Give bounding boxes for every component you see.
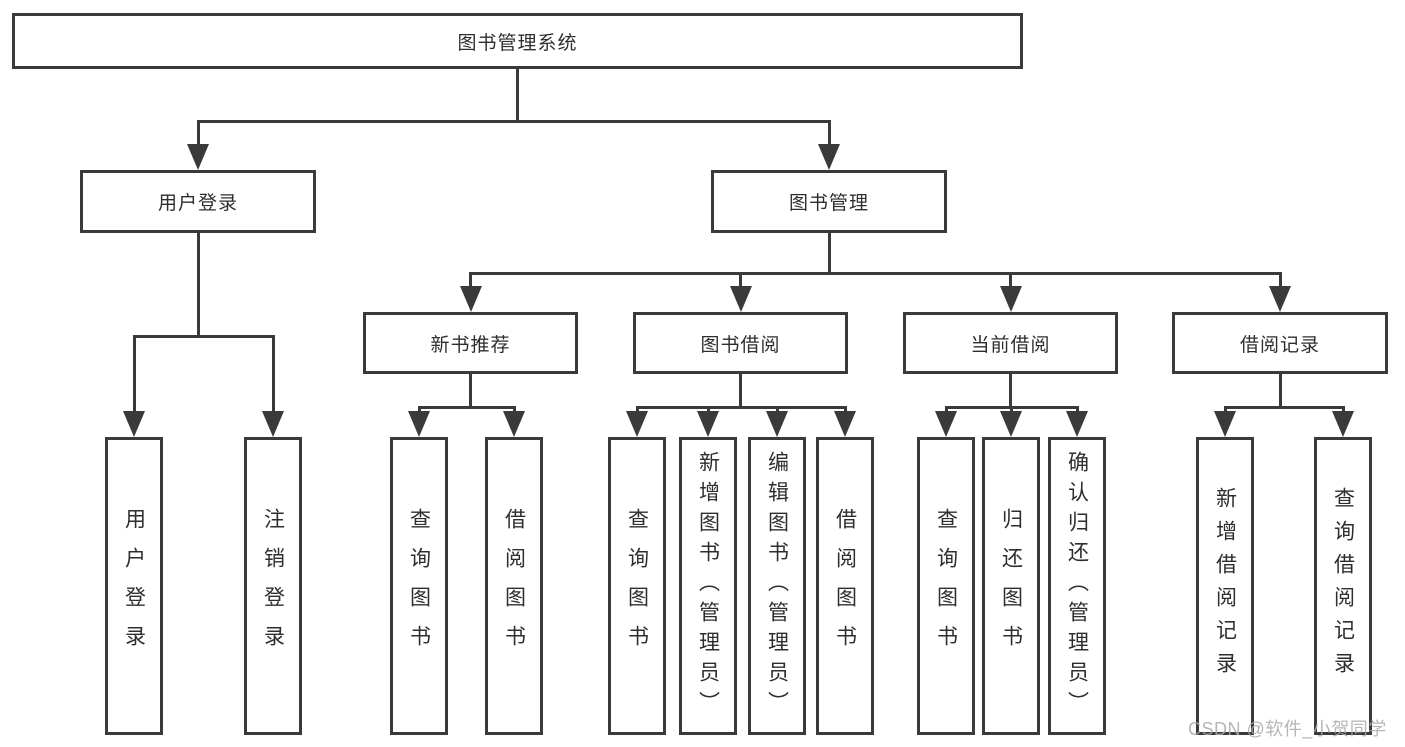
csdn-watermark: CSDN @软件_小贺同学 xyxy=(1188,719,1387,739)
drop-bb-edit xyxy=(775,406,779,415)
node-label-user-login: 用户登录 xyxy=(157,193,238,214)
stem-book-borrow xyxy=(739,374,742,409)
drop-book-borrow xyxy=(739,272,742,290)
bus-borrow-records xyxy=(1223,406,1345,409)
node-user-login: 用户登录 xyxy=(80,170,316,233)
node-cb-return: 归还图书 xyxy=(982,437,1040,735)
node-cb-query: 查询图书 xyxy=(917,437,975,735)
arrowhead-br-query xyxy=(1332,411,1354,437)
node-label-nb-borrow: 借阅图书 xyxy=(502,508,526,664)
arrowhead-current-borrow xyxy=(999,286,1022,312)
node-label-bb-add: 新增图书（管理员） xyxy=(696,451,720,721)
node-label-bb-borrow: 借阅图书 xyxy=(833,508,857,664)
node-label-cb-query: 查询图书 xyxy=(934,508,958,664)
arrowhead-br-add xyxy=(1214,411,1236,437)
node-br-query: 查询借阅记录 xyxy=(1314,437,1372,735)
node-current-borrow: 当前借阅 xyxy=(903,312,1118,374)
drop-br-add xyxy=(1223,406,1227,415)
drop-v-logout xyxy=(271,335,275,415)
drop-borrow-records xyxy=(1278,272,1282,290)
node-label-root: 图书管理系统 xyxy=(457,32,578,54)
drop-current-borrow xyxy=(1009,272,1012,290)
node-v-logout: 注销登录 xyxy=(244,437,302,735)
node-cb-confirm: 确认归还（管理员） xyxy=(1048,437,1106,735)
node-label-bb-edit: 编辑图书（管理员） xyxy=(765,451,789,721)
drop-v-user-login xyxy=(132,335,136,415)
node-label-cb-confirm: 确认归还（管理员） xyxy=(1065,451,1089,721)
drop-new-book-rec xyxy=(469,272,472,290)
node-v-user-login: 用户登录 xyxy=(105,437,163,735)
node-label-cb-return: 归还图书 xyxy=(999,508,1023,664)
stem-book-mgmt xyxy=(827,233,831,275)
node-bb-edit: 编辑图书（管理员） xyxy=(748,437,806,735)
stem-new-book-rec xyxy=(469,374,472,409)
drop-nb-query xyxy=(417,406,421,415)
arrowhead-bb-add xyxy=(697,411,719,437)
node-book-mgmt: 图书管理 xyxy=(711,170,947,233)
arrowhead-cb-return xyxy=(1000,411,1022,437)
stem-current-borrow xyxy=(1009,374,1012,409)
drop-nb-borrow xyxy=(512,406,516,415)
node-label-bb-query: 查询图书 xyxy=(625,508,649,664)
node-label-current-borrow: 当前借阅 xyxy=(970,334,1051,356)
node-bb-add: 新增图书（管理员） xyxy=(679,437,737,735)
node-bb-query: 查询图书 xyxy=(608,437,666,735)
node-label-book-mgmt: 图书管理 xyxy=(788,193,869,214)
node-br-add: 新增借阅记录 xyxy=(1196,437,1254,735)
node-label-new-book-rec: 新书推荐 xyxy=(430,334,511,356)
drop-cb-query xyxy=(944,406,948,415)
arrowhead-bb-query xyxy=(626,411,648,437)
arrowhead-book-borrow xyxy=(729,286,752,312)
arrowhead-nb-borrow xyxy=(503,411,525,437)
node-label-br-add: 新增借阅记录 xyxy=(1213,487,1237,685)
node-nb-borrow: 借阅图书 xyxy=(485,437,543,735)
arrowhead-v-user-login xyxy=(123,411,145,437)
drop-cb-return xyxy=(1009,406,1013,415)
node-borrow-records: 借阅记录 xyxy=(1172,312,1388,374)
drop-book-mgmt xyxy=(827,120,831,148)
arrowhead-bb-edit xyxy=(766,411,788,437)
arrowhead-bb-borrow xyxy=(834,411,856,437)
stem-root xyxy=(516,69,519,123)
node-nb-query: 查询图书 xyxy=(390,437,448,735)
drop-br-query xyxy=(1341,406,1345,415)
bus-book-mgmt xyxy=(469,272,1282,275)
node-new-book-rec: 新书推荐 xyxy=(363,312,578,374)
arrowhead-user-login xyxy=(187,144,209,170)
bus-new-book-rec xyxy=(417,406,516,409)
arrowhead-nb-query xyxy=(408,411,430,437)
stem-user-login xyxy=(196,233,200,338)
node-bb-borrow: 借阅图书 xyxy=(816,437,874,735)
node-book-borrow: 图书借阅 xyxy=(633,312,848,374)
node-label-borrow-records: 借阅记录 xyxy=(1239,334,1320,356)
bus-book-borrow xyxy=(635,406,847,409)
node-label-v-logout: 注销登录 xyxy=(261,508,285,664)
arrowhead-cb-query xyxy=(935,411,957,437)
arrowhead-v-logout xyxy=(262,411,284,437)
drop-cb-confirm xyxy=(1075,406,1079,415)
node-label-v-user-login: 用户登录 xyxy=(122,508,146,664)
node-label-book-borrow: 图书借阅 xyxy=(700,334,781,356)
bus-user-login xyxy=(132,335,275,338)
node-label-br-query: 查询借阅记录 xyxy=(1331,487,1355,685)
stem-borrow-records xyxy=(1278,374,1282,409)
arrowhead-borrow-records xyxy=(1269,286,1291,312)
drop-bb-borrow xyxy=(843,406,847,415)
node-label-nb-query: 查询图书 xyxy=(407,508,431,664)
node-root: 图书管理系统 xyxy=(12,13,1023,69)
arrowhead-cb-confirm xyxy=(1066,411,1088,437)
drop-user-login xyxy=(196,120,200,148)
bus-root xyxy=(196,120,831,123)
arrowhead-new-book-rec xyxy=(459,286,482,312)
drop-bb-add xyxy=(706,406,710,415)
drop-bb-query xyxy=(635,406,639,415)
arrowhead-book-mgmt xyxy=(818,144,840,170)
